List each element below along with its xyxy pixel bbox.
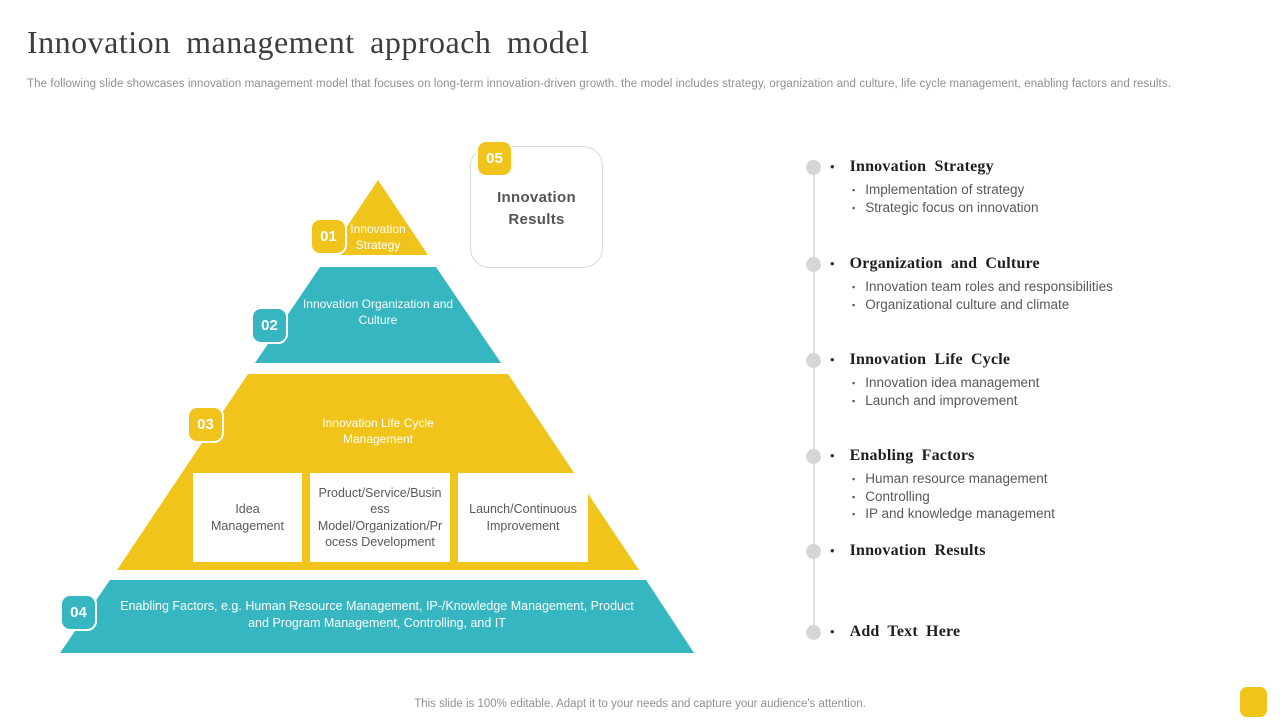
bullet-square-icon: ▪ [852, 282, 856, 292]
bullet-square-icon: ▪ [852, 202, 856, 213]
timeline-dot-6 [806, 625, 821, 640]
section-item: Human resource management [865, 471, 1048, 486]
section-title: Organization and Culture [849, 255, 1040, 272]
bullet-square-icon: ▪ [852, 299, 856, 310]
pyramid-level-2-label: Innovation Organization and Culture [302, 297, 454, 327]
pyramid-level-3-label: Innovation Life Cycle Management [322, 416, 434, 446]
section-item: Innovation team roles and responsibiliti… [865, 279, 1113, 294]
bullet-dot-icon: • [830, 448, 835, 463]
section-item: Implementation of strategy [865, 182, 1025, 197]
section-title: Innovation Results [849, 542, 986, 559]
bullet-dot-icon: • [830, 159, 835, 174]
bullet-dot-icon: • [830, 624, 835, 639]
section-item: IP and knowledge management [865, 506, 1055, 521]
section-item: Strategic focus on innovation [865, 199, 1039, 215]
section-item: Launch and improvement [865, 392, 1018, 408]
timeline-dot-1 [806, 160, 821, 175]
pyramid-level-4-shape[interactable] [60, 580, 694, 653]
section-title: Innovation Life Cycle [849, 351, 1011, 368]
section-item: Innovation idea management [865, 375, 1040, 390]
badge-02[interactable]: 02 [251, 307, 288, 344]
bullet-square-icon: ▪ [852, 491, 856, 502]
life-cycle-box-product-development[interactable]: Product/Service/Business Model/Organizat… [310, 473, 450, 562]
timeline-line [813, 167, 815, 632]
section-innovation-life-cycle: • Innovation Life Cycle ▪ Innovation idea… [830, 349, 1240, 410]
bullet-dot-icon: • [830, 352, 835, 367]
section-item: Organizational culture and climate [865, 296, 1070, 312]
timeline-dot-5 [806, 544, 821, 559]
section-organization-culture: • Organization and Culture ▪ Innovation t… [830, 253, 1240, 314]
bullet-square-icon: ▪ [852, 509, 856, 519]
corner-accent-square [1240, 687, 1267, 717]
section-title: Innovation Strategy [849, 158, 994, 175]
timeline-dot-2 [806, 257, 821, 272]
life-cycle-box-idea-management[interactable]: Idea Management [193, 473, 302, 562]
pyramid-level-1-label: Innovation Strategy [350, 222, 406, 252]
section-add-text-here: • Add Text Here [830, 621, 1240, 643]
timeline-dot-3 [806, 353, 821, 368]
section-item: Controlling [865, 488, 930, 504]
footer-note: This slide is 100% editable. Adapt it to… [414, 698, 866, 710]
life-cycle-box-launch-improvement[interactable]: Launch/Continuous Improvement [458, 473, 588, 562]
bullet-square-icon: ▪ [852, 378, 856, 388]
add-text-placeholder[interactable]: Add Text Here [849, 623, 961, 640]
badge-05[interactable]: 05 [476, 140, 513, 177]
bullet-square-icon: ▪ [852, 395, 856, 406]
bullet-square-icon: ▪ [852, 474, 856, 484]
badge-01[interactable]: 01 [310, 218, 347, 255]
page-title: Innovation management approach model [27, 24, 590, 60]
timeline-dot-4 [806, 449, 821, 464]
badge-04[interactable]: 04 [60, 594, 97, 631]
section-innovation-results: • Innovation Results [830, 540, 1240, 562]
bullet-dot-icon: • [830, 543, 835, 558]
page-subtitle: The following slide showcases innovation… [27, 78, 1171, 90]
section-innovation-strategy: • Innovation Strategy ▪ Implementation of… [830, 156, 1240, 217]
pyramid-level-4-label: Enabling Factors, e.g. Human Resource Ma… [120, 599, 634, 630]
badge-03[interactable]: 03 [187, 406, 224, 443]
section-enabling-factors: • Enabling Factors ▪ Human resource manag… [830, 445, 1240, 524]
bullet-dot-icon: • [830, 256, 835, 271]
section-title: Enabling Factors [849, 447, 975, 464]
details-panel: • Innovation Strategy ▪ Implementation of… [800, 140, 1250, 670]
bullet-square-icon: ▪ [852, 185, 856, 195]
